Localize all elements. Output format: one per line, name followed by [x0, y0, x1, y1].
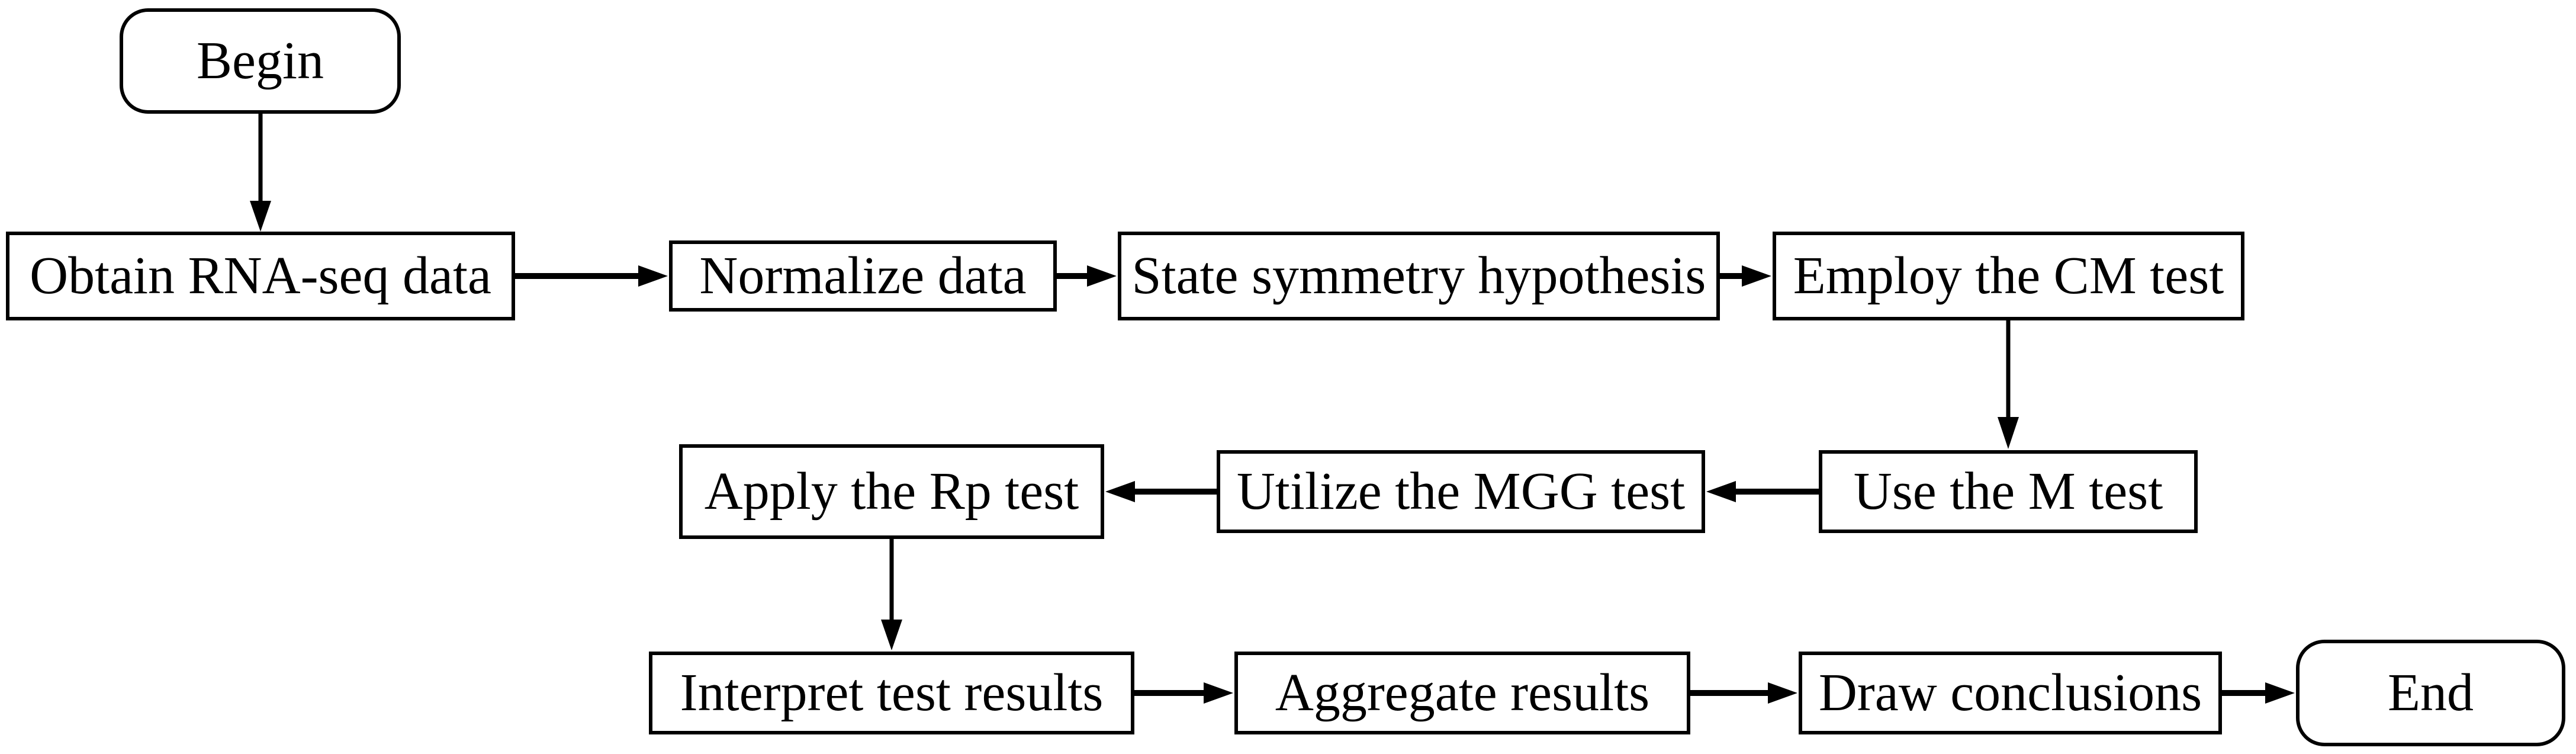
node-utilize-mgg-test-label: Utilize the MGG test	[1236, 462, 1686, 521]
node-interpret-test-results-label: Interpret test results	[680, 663, 1104, 722]
node-normalize-data-label: Normalize data	[699, 246, 1027, 305]
node-aggregate-results-label: Aggregate results	[1275, 663, 1650, 722]
node-draw-conclusions-label: Draw conclusions	[1818, 663, 2202, 722]
edge-normalize-hypothesis	[1057, 265, 1117, 287]
edge-mtest-mgg	[1706, 481, 1819, 502]
node-employ-cm-test-label: Employ the CM test	[1793, 246, 2224, 305]
node-obtain-rna-seq-data-label: Obtain RNA-seq data	[30, 246, 491, 305]
node-aggregate-results: Aggregate results	[1234, 652, 1690, 734]
node-end: End	[2296, 640, 2565, 746]
edge-hypothesis-cm	[1720, 265, 1771, 287]
node-employ-cm-test: Employ the CM test	[1773, 232, 2244, 320]
node-use-m-test-label: Use the M test	[1853, 462, 2163, 521]
node-apply-rp-test: Apply the Rp test	[679, 444, 1104, 539]
node-state-symmetry-hypothesis-label: State symmetry hypothesis	[1131, 246, 1706, 305]
node-begin-label: Begin	[197, 31, 324, 90]
node-end-label: End	[2388, 663, 2474, 722]
edge-mgg-rp	[1105, 481, 1217, 502]
edge-aggregate-draw	[1690, 682, 1797, 704]
edge-interpret-aggregate	[1134, 682, 1233, 704]
node-utilize-mgg-test: Utilize the MGG test	[1217, 450, 1705, 533]
edge-obtain-normalize	[515, 265, 668, 287]
node-draw-conclusions: Draw conclusions	[1799, 652, 2222, 734]
edge-begin-obtain	[250, 114, 271, 232]
node-obtain-rna-seq-data: Obtain RNA-seq data	[6, 232, 515, 320]
node-use-m-test: Use the M test	[1819, 450, 2198, 533]
node-apply-rp-test-label: Apply the Rp test	[704, 462, 1079, 521]
node-normalize-data: Normalize data	[669, 240, 1057, 312]
node-begin: Begin	[120, 8, 401, 114]
edge-cm-mtest	[1998, 320, 2019, 449]
node-interpret-test-results: Interpret test results	[649, 652, 1134, 734]
edge-rp-interpret	[881, 539, 902, 650]
node-state-symmetry-hypothesis: State symmetry hypothesis	[1118, 232, 1720, 320]
edge-draw-end	[2222, 682, 2295, 704]
